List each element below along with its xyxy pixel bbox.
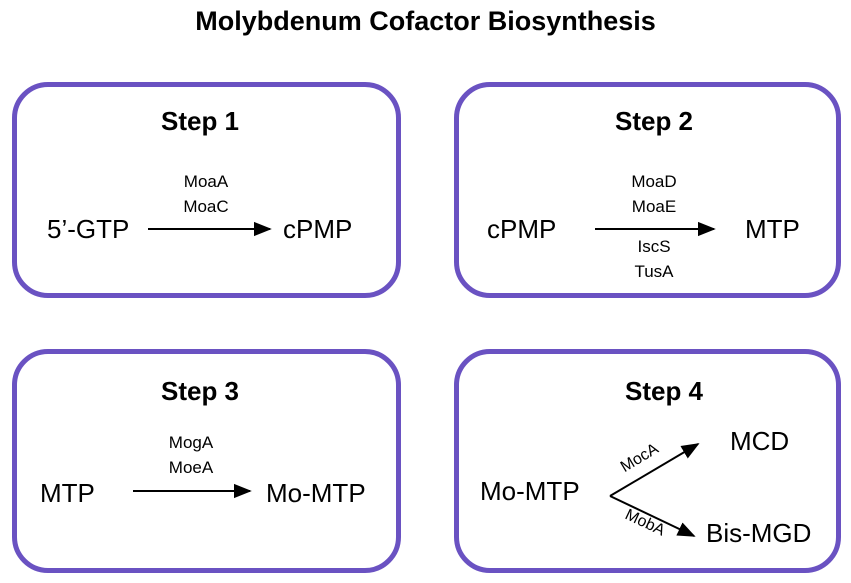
step-2-enzyme-tusa: TusA — [634, 262, 674, 281]
step-4-enzyme-moca: MocA — [618, 440, 662, 476]
step-4-product-mcd: MCD — [730, 426, 790, 456]
step-4-arrow-bis-mgd — [609, 495, 696, 537]
step-2-heading: Step 2 — [614, 106, 694, 136]
step-1-box — [12, 82, 401, 298]
step-2-box — [454, 82, 841, 298]
step-4-heading: Step 4 — [624, 376, 704, 406]
step-1-product: cPMP — [283, 214, 353, 244]
step-2-enzyme-moae: MoaE — [631, 197, 677, 216]
step-2-substrate: cPMP — [487, 214, 557, 244]
step-3-box — [12, 349, 401, 573]
step-2-product: MTP — [745, 214, 800, 244]
step-3-product: Mo-MTP — [266, 478, 366, 508]
step-1-enzyme-moaa: MoaA — [183, 172, 229, 191]
step-4-enzyme-moba: MobA — [622, 506, 667, 539]
step-3-enzyme-moea: MoeA — [168, 458, 214, 477]
step-4-arrow-mcd — [609, 443, 700, 497]
step-4-substrate: Mo-MTP — [480, 476, 580, 506]
diagram-title: Molybdenum Cofactor Biosynthesis — [195, 6, 656, 36]
step-1-enzyme-moac: MoaC — [183, 197, 229, 216]
step-2-enzyme-iscs: IscS — [637, 237, 671, 256]
step-1-substrate: 5’-GTP — [47, 214, 130, 244]
step-4-product-bis-mgd: Bis-MGD — [706, 518, 812, 548]
step-2-enzyme-moad: MoaD — [631, 172, 677, 191]
step-4-box — [454, 349, 841, 573]
step-1-heading: Step 1 — [160, 106, 240, 136]
step-3-heading: Step 3 — [160, 376, 240, 406]
step-3-enzyme-moga: MogA — [168, 433, 214, 452]
step-3-substrate: MTP — [40, 478, 95, 508]
